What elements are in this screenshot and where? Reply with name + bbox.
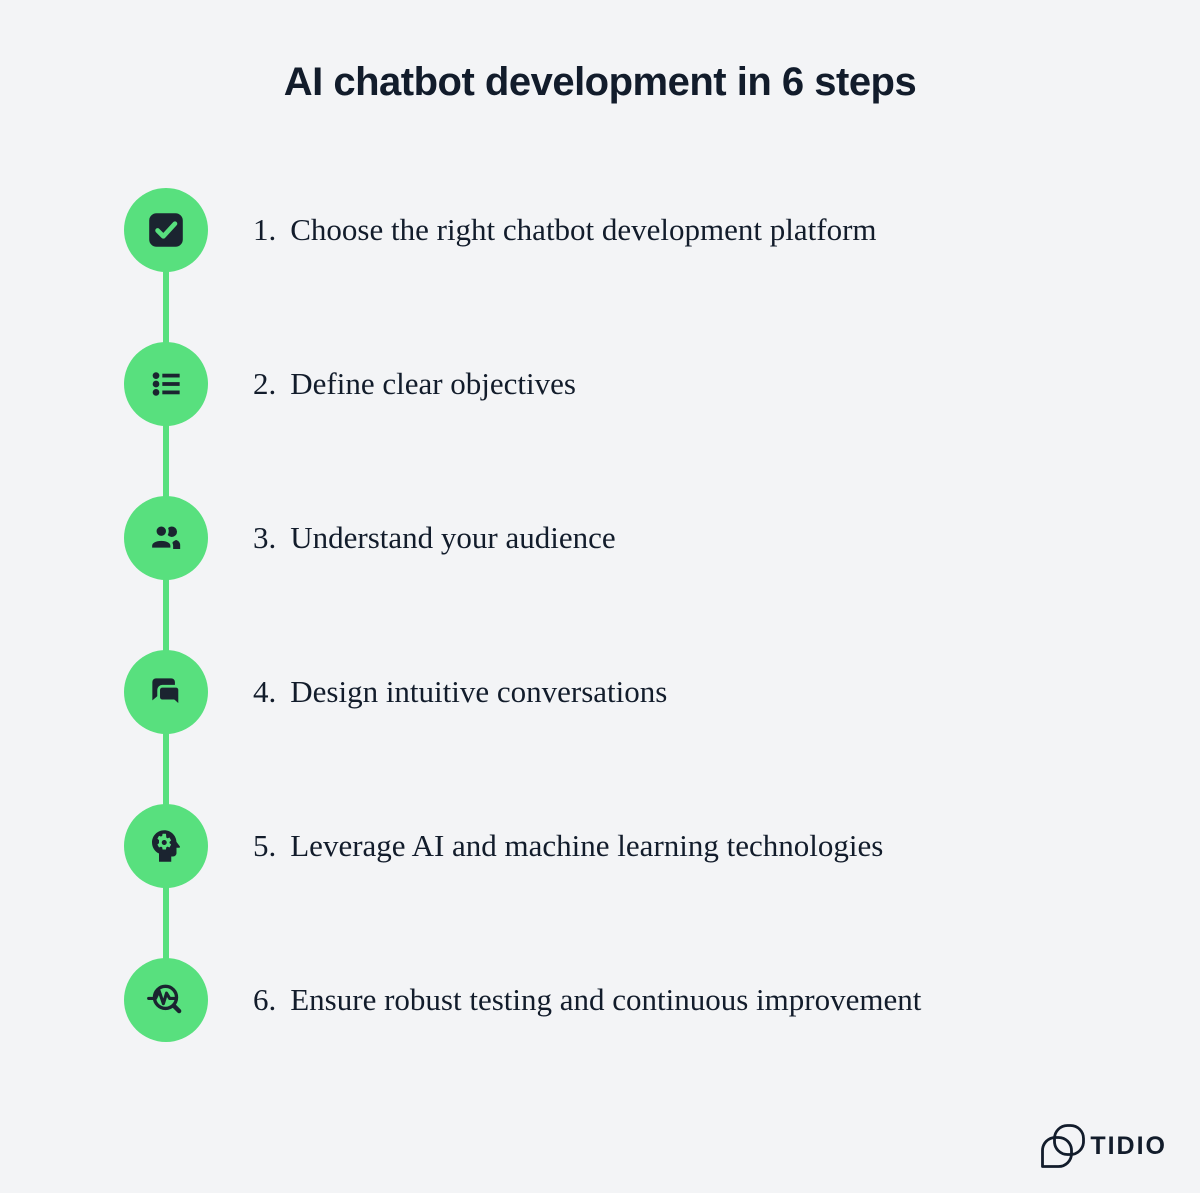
step-5-number: 5. xyxy=(253,828,277,863)
step-1-text: 1. Choose the right chatbot development p… xyxy=(253,212,877,248)
step-4-label: Design intuitive conversations xyxy=(290,674,668,709)
step-row-6: 6. Ensure robust testing and continuous i… xyxy=(0,958,1200,1042)
step-2-bubble xyxy=(124,342,208,426)
checkbox-icon xyxy=(145,209,187,251)
step-6-text: 6. Ensure robust testing and continuous i… xyxy=(253,982,921,1018)
step-2-number: 2. xyxy=(253,366,277,401)
page-title: AI chatbot development in 6 steps xyxy=(283,60,917,104)
step-3-label: Understand your audience xyxy=(290,520,616,555)
step-2-text: 2. Define clear objectives xyxy=(253,366,576,402)
bulleted-list-icon xyxy=(145,363,187,405)
step-row-4: 4. Design intuitive conversations xyxy=(0,650,1200,734)
step-2-label: Define clear objectives xyxy=(290,366,576,401)
step-5-text: 5. Leverage AI and machine learning techn… xyxy=(253,828,883,864)
step-5-label: Leverage AI and machine learning technol… xyxy=(290,828,884,863)
tidio-bubble-mark-icon xyxy=(1041,1123,1086,1169)
tidio-logo-text: TIDIO xyxy=(1090,1131,1167,1160)
tidio-logo: TIDIO xyxy=(1041,1123,1167,1169)
step-6-bubble xyxy=(124,958,208,1042)
step-row-5: 5. Leverage AI and machine learning techn… xyxy=(0,804,1200,888)
timeline-connector xyxy=(163,230,169,1000)
step-6-number: 6. xyxy=(253,982,277,1017)
chat-bubbles-icon xyxy=(145,671,187,713)
step-3-number: 3. xyxy=(253,520,277,555)
step-3-bubble xyxy=(124,496,208,580)
step-row-3: 3. Understand your audience xyxy=(0,496,1200,580)
head-gear-icon xyxy=(145,825,187,867)
people-icon xyxy=(145,517,187,559)
step-5-bubble xyxy=(124,804,208,888)
step-1-number: 1. xyxy=(253,212,277,247)
step-3-text: 3. Understand your audience xyxy=(253,520,616,556)
step-4-text: 4. Design intuitive conversations xyxy=(253,674,667,710)
step-4-number: 4. xyxy=(253,674,277,709)
step-1-bubble xyxy=(124,188,208,272)
step-4-bubble xyxy=(124,650,208,734)
search-pulse-icon xyxy=(145,979,187,1021)
step-1-label: Choose the right chatbot development pla… xyxy=(290,212,877,247)
step-row-1: 1. Choose the right chatbot development p… xyxy=(0,188,1200,272)
step-row-2: 2. Define clear objectives xyxy=(0,342,1200,426)
step-6-label: Ensure robust testing and continuous imp… xyxy=(290,982,922,1017)
